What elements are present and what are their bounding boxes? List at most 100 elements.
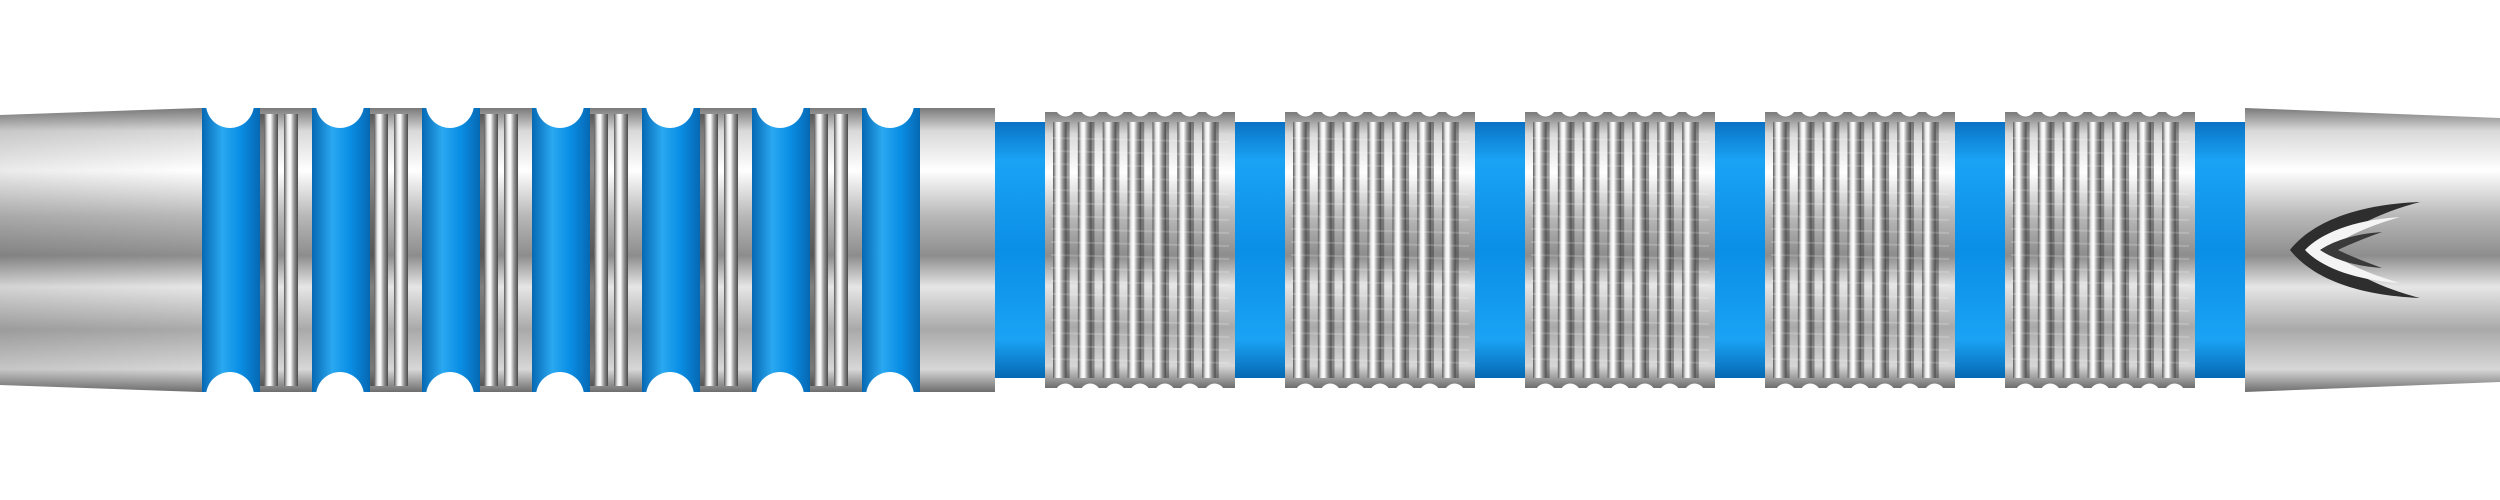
knurl-shadow [1091, 122, 1095, 378]
mid-knurl-section [995, 95, 2245, 405]
knurl-texture-line [1290, 254, 1470, 260]
knurl-ridge [1417, 122, 1431, 378]
knurl-texture-line [1290, 176, 1470, 182]
knurl-texture-line [1770, 189, 1950, 195]
knurl-notch [1609, 383, 1631, 405]
knurl-texture-line [1530, 358, 1710, 364]
knurl-ridge [1077, 122, 1092, 378]
ring-notch [756, 372, 804, 420]
knurl-notch [1634, 383, 1656, 405]
knurl-notch [2164, 95, 2186, 117]
steel-groove [614, 114, 628, 386]
knurl-shadow [1215, 122, 1219, 378]
front-ring-section [200, 80, 972, 420]
knurl-shadow [1381, 122, 1385, 378]
knurl-texture-line [1770, 306, 1950, 312]
knurl-shadow [1596, 122, 1600, 378]
ring-notch [756, 80, 804, 128]
knurl-texture-line [1050, 137, 1230, 143]
knurl-notch [1899, 95, 1921, 117]
knurl-texture-line [2010, 254, 2190, 260]
steel-groove [484, 114, 498, 386]
front-blue-ring [202, 108, 260, 392]
knurl-texture-line [2010, 150, 2190, 156]
knurl-ridge [1102, 122, 1117, 378]
ring-notch [316, 372, 364, 420]
knurl-notch [1129, 383, 1151, 405]
knurl-notch [1609, 95, 1631, 117]
ring-notch [426, 80, 474, 128]
knurl-notch [2139, 383, 2161, 405]
knurl-ridge [1342, 122, 1357, 378]
ring-notch [426, 372, 474, 420]
knurl-ridge [1392, 122, 1407, 378]
knurl-ridge [1202, 122, 1216, 378]
knurl-texture-line [2010, 280, 2190, 286]
knurl-texture-line [1290, 345, 1470, 351]
knurl-ridge [2087, 122, 2102, 378]
knurl-notch [1444, 95, 1466, 117]
knurl-ridge [2062, 122, 2077, 378]
knurl-notch [1659, 95, 1681, 117]
knurl-texture-line [1050, 241, 1230, 247]
knurl-shadow [1331, 122, 1335, 378]
knurl-texture-line [1530, 241, 1710, 247]
knurl-ridge [2112, 122, 2127, 378]
front-blue-ring [312, 108, 370, 392]
steel-groove [594, 114, 608, 386]
knurl-ridge [2137, 122, 2151, 378]
knurl-notch [1584, 383, 1606, 405]
knurl-texture-line [1290, 332, 1470, 338]
knurl-texture-line [2010, 163, 2190, 169]
knurl-ridge [1872, 122, 1887, 378]
knurl-ridge [1773, 122, 1787, 378]
knurl-notch [1684, 95, 1706, 117]
knurl-texture-line [1530, 345, 1710, 351]
knurl-texture-line [1050, 332, 1230, 338]
knurl-texture-line [1530, 176, 1710, 182]
rear-taper [2245, 108, 2500, 392]
knurl-texture-line [1530, 189, 1710, 195]
knurl-ridge [1797, 122, 1812, 378]
knurl-notch [1774, 95, 1796, 117]
ring-notch [646, 372, 694, 420]
knurl-texture-line [1050, 267, 1230, 273]
knurl-texture-line [1050, 150, 1230, 156]
target-logo-icon [2290, 202, 2420, 298]
knurl-ridge [1367, 122, 1382, 378]
knurl-notch [1874, 383, 1896, 405]
knurl-shadow [2175, 122, 2179, 378]
knurl-shadow [1546, 122, 1550, 378]
groove-shadow [260, 114, 264, 386]
ring-notch [866, 372, 914, 420]
knurl-texture-line [1770, 215, 1950, 221]
knurl-texture-line [1290, 280, 1470, 286]
knurl-notch [2139, 95, 2161, 117]
knurl-notch [1559, 95, 1581, 117]
knurl-texture-line [1290, 137, 1470, 143]
steel-groove [284, 114, 298, 386]
steel-groove [834, 114, 848, 386]
knurl-notch [2039, 383, 2061, 405]
steel-groove [374, 114, 388, 386]
knurl-ridge [1582, 122, 1597, 378]
front-blue-ring [642, 108, 700, 392]
knurl-notch [1824, 383, 1846, 405]
knurl-texture-line [1050, 202, 1230, 208]
knurl-ridge [1922, 122, 1936, 378]
ring-notch [316, 80, 364, 128]
knurl-texture-line [1290, 267, 1470, 273]
knurl-notch [2164, 383, 2186, 405]
knurl-ridge [1847, 122, 1862, 378]
knurl-shadow [1695, 122, 1699, 378]
knurl-texture-line [1530, 202, 1710, 208]
knurl-texture-line [1530, 254, 1710, 260]
knurl-texture-line [2010, 293, 2190, 299]
front-blue-ring [532, 108, 590, 392]
knurl-ridge [1557, 122, 1572, 378]
knurl-texture-line [2010, 215, 2190, 221]
knurl-notch [1054, 95, 1076, 117]
knurl-notch [1294, 95, 1316, 117]
knurl-notch [1204, 383, 1226, 405]
